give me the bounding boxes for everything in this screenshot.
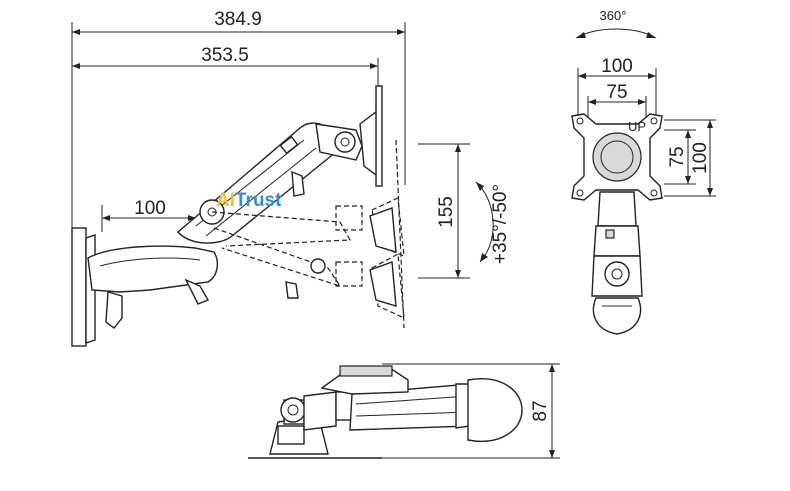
vesa-plate: UP <box>571 113 663 201</box>
height-label: 87 <box>530 400 551 421</box>
vertical-travel-label: 155 <box>436 196 457 228</box>
arm-reach-label: 353.5 <box>201 45 249 66</box>
upper-arm <box>177 122 337 244</box>
rotation-label: 360° <box>600 8 627 23</box>
overall-reach-label: 384.9 <box>214 9 262 30</box>
tilt-range-label: +35°/-50° <box>490 184 511 264</box>
lower-joints <box>285 207 397 307</box>
lower-arm-ghost <box>211 139 405 329</box>
tilt-indicator: +35°/-50° <box>475 181 511 264</box>
up-marker: UP <box>628 119 646 134</box>
front-arm-column <box>591 191 643 335</box>
vesa-inner-label: 75 <box>606 82 627 103</box>
dimension-overall-reach: 384.9 <box>71 9 406 230</box>
dimension-vesa-outer-vertical: 100 <box>664 119 716 197</box>
dimension-height: 87 <box>382 363 560 459</box>
dimension-wall-offset: 100 <box>101 198 196 232</box>
dimension-arm-reach: 353.5 <box>72 45 379 100</box>
rotation-indicator: 360° <box>575 8 657 39</box>
vesa-outer-label: 100 <box>601 56 633 77</box>
vesa-outer-vertical-label: 100 <box>690 142 711 174</box>
watermark-logo: AITrust <box>216 190 282 211</box>
vesa-inner-vertical-label: 75 <box>667 146 688 167</box>
base-housing <box>87 245 219 329</box>
wall-offset-label: 100 <box>134 198 166 219</box>
dimension-vertical-travel: 155 <box>418 143 470 279</box>
top-view <box>248 365 523 459</box>
svg-text:AITrust: AITrust <box>216 190 282 211</box>
dimension-vesa-inner-vertical: 75 <box>664 129 696 185</box>
dimension-vesa-outer: 100 <box>577 56 657 118</box>
upper-tilt-head <box>315 85 383 187</box>
